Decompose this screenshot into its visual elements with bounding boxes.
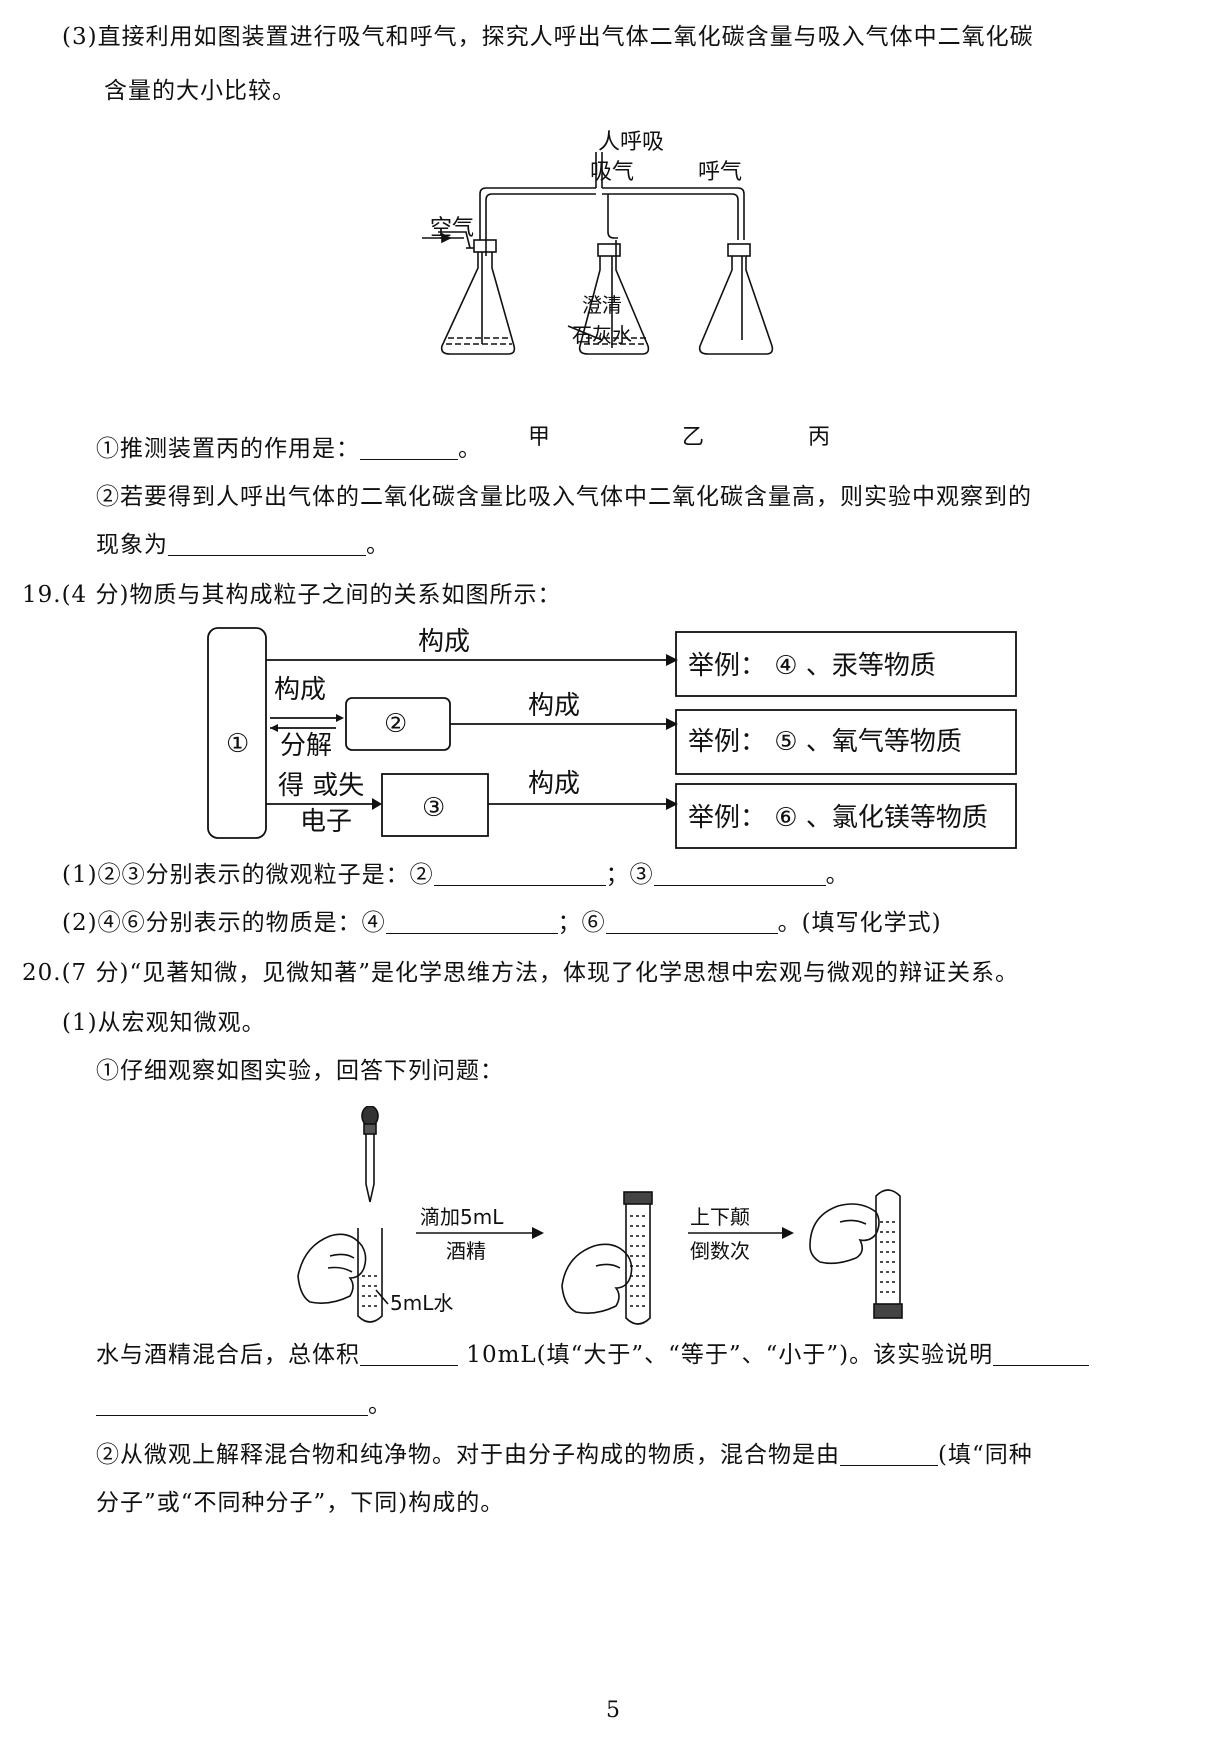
box-3 (381, 773, 489, 837)
compose-label: 构成 (274, 675, 326, 705)
example-2-text: 举例： ⑤ 、氧气等物质 (688, 727, 962, 757)
q18-intro-line1: (3)直接利用如图装置进行吸气和呼气，探究人呼出气体二氧化碳含量与吸入气体中二氧… (62, 24, 1034, 50)
arrow-bot-label: 构成 (528, 769, 580, 799)
water-volume-label: 5mL水 (390, 1291, 453, 1315)
person-breath-label: 人呼吸 (598, 130, 664, 155)
page-number: 5 (606, 1698, 620, 1723)
q19-sub2-blank-a[interactable] (385, 911, 558, 934)
q19-sub2-blank-b[interactable] (605, 911, 778, 934)
example-1-text: 举例： ④ 、汞等物质 (688, 651, 936, 681)
exhale-label: 呼气 (698, 160, 742, 185)
example-box-2 (675, 709, 1017, 775)
example-box-1 (675, 631, 1017, 697)
gain-lose-label: 得 或失 (278, 771, 364, 801)
q20-explain-blank-2[interactable] (96, 1393, 368, 1416)
arrow1-label-line1: 滴加5mL (420, 1205, 504, 1229)
q19-sub1: (1)②③分别表示的微观粒子是：② ；③ 。 (62, 860, 850, 890)
q19-sub2-end: 。(填写化学式) (777, 910, 942, 936)
arrow2-label-line1: 上下颠 (690, 1205, 750, 1229)
q20-title: 20.(7 分)“见著知微，见微知著”是化学思维方法，体现了化学思想中宏观与微观… (22, 960, 1019, 986)
box-2-label: ② (384, 709, 407, 739)
q18-sub1-end: 。 (458, 436, 482, 462)
q19-sub1-blank-b[interactable] (653, 863, 826, 886)
q20-question-text-b: 10mL(填“大于”、“等于”、“小于”)。该实验说明 (458, 1342, 994, 1368)
flask-bing-label: 丙 (808, 425, 830, 450)
q18-intro-line2: 含量的大小比较。 (104, 78, 296, 104)
inhale-label: 吸气 (590, 160, 634, 185)
q20-volume-blank[interactable] (360, 1343, 458, 1366)
q18-sub1-text: ①推测装置丙的作用是： (96, 436, 360, 462)
q19-sub1-label-b: ；③ (605, 862, 654, 888)
q20-part1: (1)从宏观知微观。 (62, 1010, 266, 1036)
box-1 (207, 627, 267, 839)
q19-sub2-label-a: (2)④⑥分别表示的物质是：④ (62, 910, 386, 936)
q20-question-end: 。 (368, 1392, 392, 1418)
q19-title: 19.(4 分)物质与其构成粒子之间的关系如图所示： (22, 582, 562, 608)
flask-yi-label: 乙 (682, 425, 704, 450)
q19-sub1-label-a: (1)②③分别表示的微观粒子是：② (62, 862, 434, 888)
q20-sub2-line1: ②从微观上解释混合物和纯净物。对于由分子构成的物质，混合物是由 (填“同种 (96, 1440, 1033, 1470)
q19-sub1-end: 。 (825, 862, 850, 888)
q20-sub2-text-b: (填“同种 (938, 1442, 1033, 1468)
q18-sub1-blank[interactable] (360, 437, 458, 460)
q20-sub2-line2: 分子”或“不同种分子”，下同)构成的。 (96, 1490, 505, 1516)
q20-question-cont: 。 (96, 1390, 392, 1420)
breathing-apparatus-diagram: 人呼吸 吸气 呼气 空气 澄清 石灰水 甲 乙 丙 (422, 130, 830, 450)
example-3-text: 举例： ⑥ 、氯化镁等物质 (688, 803, 988, 833)
arrow2-label-line2: 倒数次 (690, 1239, 750, 1263)
box-3-label: ③ (422, 793, 445, 823)
q18-sub2-text: 现象为 (96, 532, 168, 558)
arrow-mid-label: 构成 (528, 691, 580, 721)
particle-structure-diagram: ① ② ③ 构成 构成 构成 构成 分解 得 或失 电子 举例： ④ 、汞等物质… (207, 627, 1017, 849)
q20-question-text-a: 水与酒精混合后，总体积 (96, 1342, 360, 1368)
q18-sub1: ①推测装置丙的作用是： 。 (96, 434, 482, 464)
q19-sub2: (2)④⑥分别表示的物质是：④ ；⑥ 。(填写化学式) (62, 908, 942, 938)
q20-sub2-text-a: ②从微观上解释混合物和纯净物。对于由分子构成的物质，混合物是由 (96, 1442, 840, 1468)
decompose-label: 分解 (280, 731, 332, 761)
limewater-label-2: 石灰水 (572, 323, 632, 347)
flask-jia-label: 甲 (528, 425, 550, 450)
q18-sub2-line1: ②若要得到人呼出气体的二氧化碳含量比吸入气体中二氧化碳含量高，则实验中观察到的 (96, 484, 1032, 510)
q20-sub2-blank[interactable] (840, 1443, 938, 1466)
q20-question: 水与酒精混合后，总体积 10mL(填“大于”、“等于”、“小于”)。该实验说明 (96, 1340, 1090, 1370)
q18-sub2-blank[interactable] (168, 533, 366, 556)
q20-explain-blank-1[interactable] (993, 1343, 1090, 1366)
q19-sub2-label-b: ；⑥ (557, 910, 606, 936)
q18-sub2-line2: 现象为 。 (96, 530, 390, 560)
box-1-label: ① (226, 729, 249, 759)
arrow-top-label: 构成 (418, 627, 470, 657)
arrow1-label-line2: 酒精 (446, 1239, 486, 1263)
q19-sub1-blank-a[interactable] (433, 863, 606, 886)
electron-label: 电子 (300, 807, 352, 837)
q20-sub1: ①仔细观察如图实验，回答下列问题： (96, 1058, 504, 1084)
q18-sub2-end: 。 (366, 532, 390, 558)
water-alcohol-experiment-diagram: 滴加5mL 酒精 上下颠 倒数次 5mL水 (297, 1106, 903, 1325)
example-box-3 (675, 783, 1017, 849)
